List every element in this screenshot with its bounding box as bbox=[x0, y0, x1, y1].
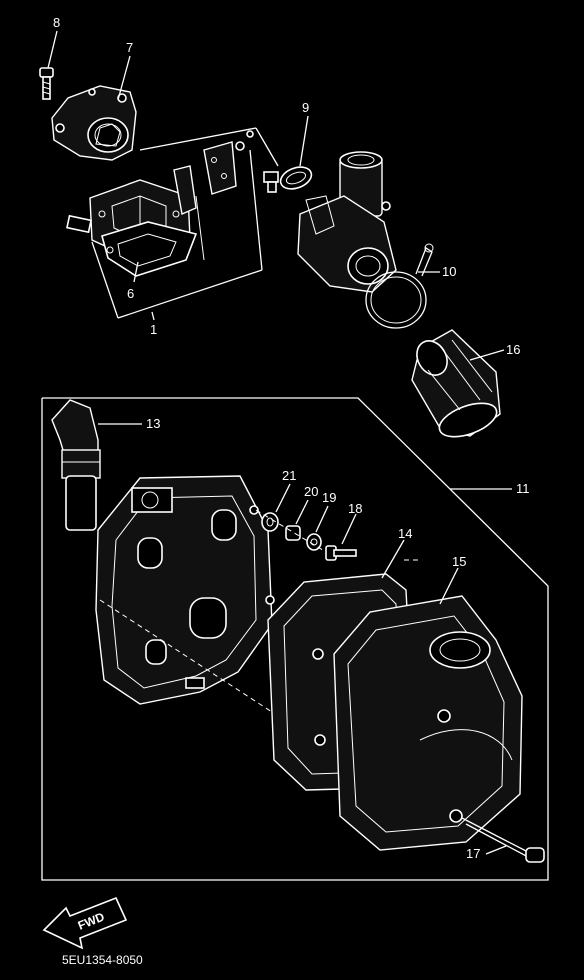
hose-clamp-9-icon bbox=[263, 166, 313, 193]
leader-15 bbox=[439, 567, 459, 605]
callout-19: 19 bbox=[322, 490, 336, 505]
bolt-8-icon bbox=[39, 67, 54, 100]
leader-21 bbox=[275, 483, 291, 513]
callout-13: 13 bbox=[146, 416, 160, 431]
callout-6: 6 bbox=[127, 286, 134, 301]
leader-9 bbox=[299, 115, 309, 167]
leader-6 bbox=[133, 261, 139, 283]
callout-15: 15 bbox=[452, 554, 466, 569]
air-cleaner-case-icon bbox=[95, 475, 275, 705]
callout-20: 20 bbox=[304, 484, 318, 499]
leader-1 bbox=[151, 311, 155, 321]
bracket-1-inner bbox=[195, 195, 205, 261]
air-cleaner-group-outline bbox=[41, 397, 549, 881]
reed-valve-body-7-icon bbox=[51, 85, 137, 161]
o-ring-10-icon bbox=[365, 243, 434, 329]
callout-21: 21 bbox=[282, 468, 296, 483]
bracket-1-right bbox=[249, 149, 263, 271]
screw-17-icon bbox=[461, 817, 545, 863]
leader-17 bbox=[485, 845, 507, 855]
bracket-1-left bbox=[91, 241, 119, 319]
reed-stopper-icon bbox=[66, 214, 92, 234]
callout-16: 16 bbox=[506, 342, 520, 357]
diagram-code: 5EU1354-8050 bbox=[62, 953, 143, 967]
callout-11: 11 bbox=[516, 481, 530, 496]
air-cleaner-cap-15-icon bbox=[333, 595, 523, 851]
leader-18 bbox=[341, 513, 357, 545]
assembly-leader-clamp bbox=[255, 127, 279, 167]
leader-20 bbox=[295, 499, 309, 525]
callout-8: 8 bbox=[53, 15, 60, 30]
callout-9: 9 bbox=[302, 100, 309, 115]
intake-manifold-icon bbox=[297, 151, 397, 293]
intake-duct-13-icon bbox=[51, 399, 101, 531]
screw-18-icon bbox=[325, 545, 357, 561]
collar-21-icon bbox=[261, 512, 279, 532]
leader-14 bbox=[381, 539, 405, 579]
grommet-20-icon bbox=[285, 525, 301, 541]
callout-14: 14 bbox=[398, 526, 412, 541]
callout-7: 7 bbox=[126, 40, 133, 55]
axis-line-screw-stack bbox=[255, 509, 327, 553]
gasket-6-icon bbox=[101, 221, 198, 277]
fwd-arrow-icon: FWD bbox=[42, 896, 128, 950]
leader-8 bbox=[47, 30, 58, 69]
callout-18: 18 bbox=[348, 501, 362, 516]
bracket-1-bottom bbox=[117, 269, 263, 319]
leader-7 bbox=[117, 55, 131, 101]
assembly-leader-top bbox=[139, 127, 257, 151]
air-filter-joint-16-icon bbox=[411, 329, 501, 438]
callout-10: 10 bbox=[442, 264, 456, 279]
washer-19-icon bbox=[306, 533, 322, 551]
axis-line-case bbox=[99, 599, 273, 713]
leader-16 bbox=[469, 349, 505, 361]
reed-petal-icon bbox=[173, 130, 254, 215]
leader-19 bbox=[315, 505, 329, 533]
callout-17: 17 bbox=[466, 846, 480, 861]
callout-1: 1 bbox=[150, 322, 157, 337]
